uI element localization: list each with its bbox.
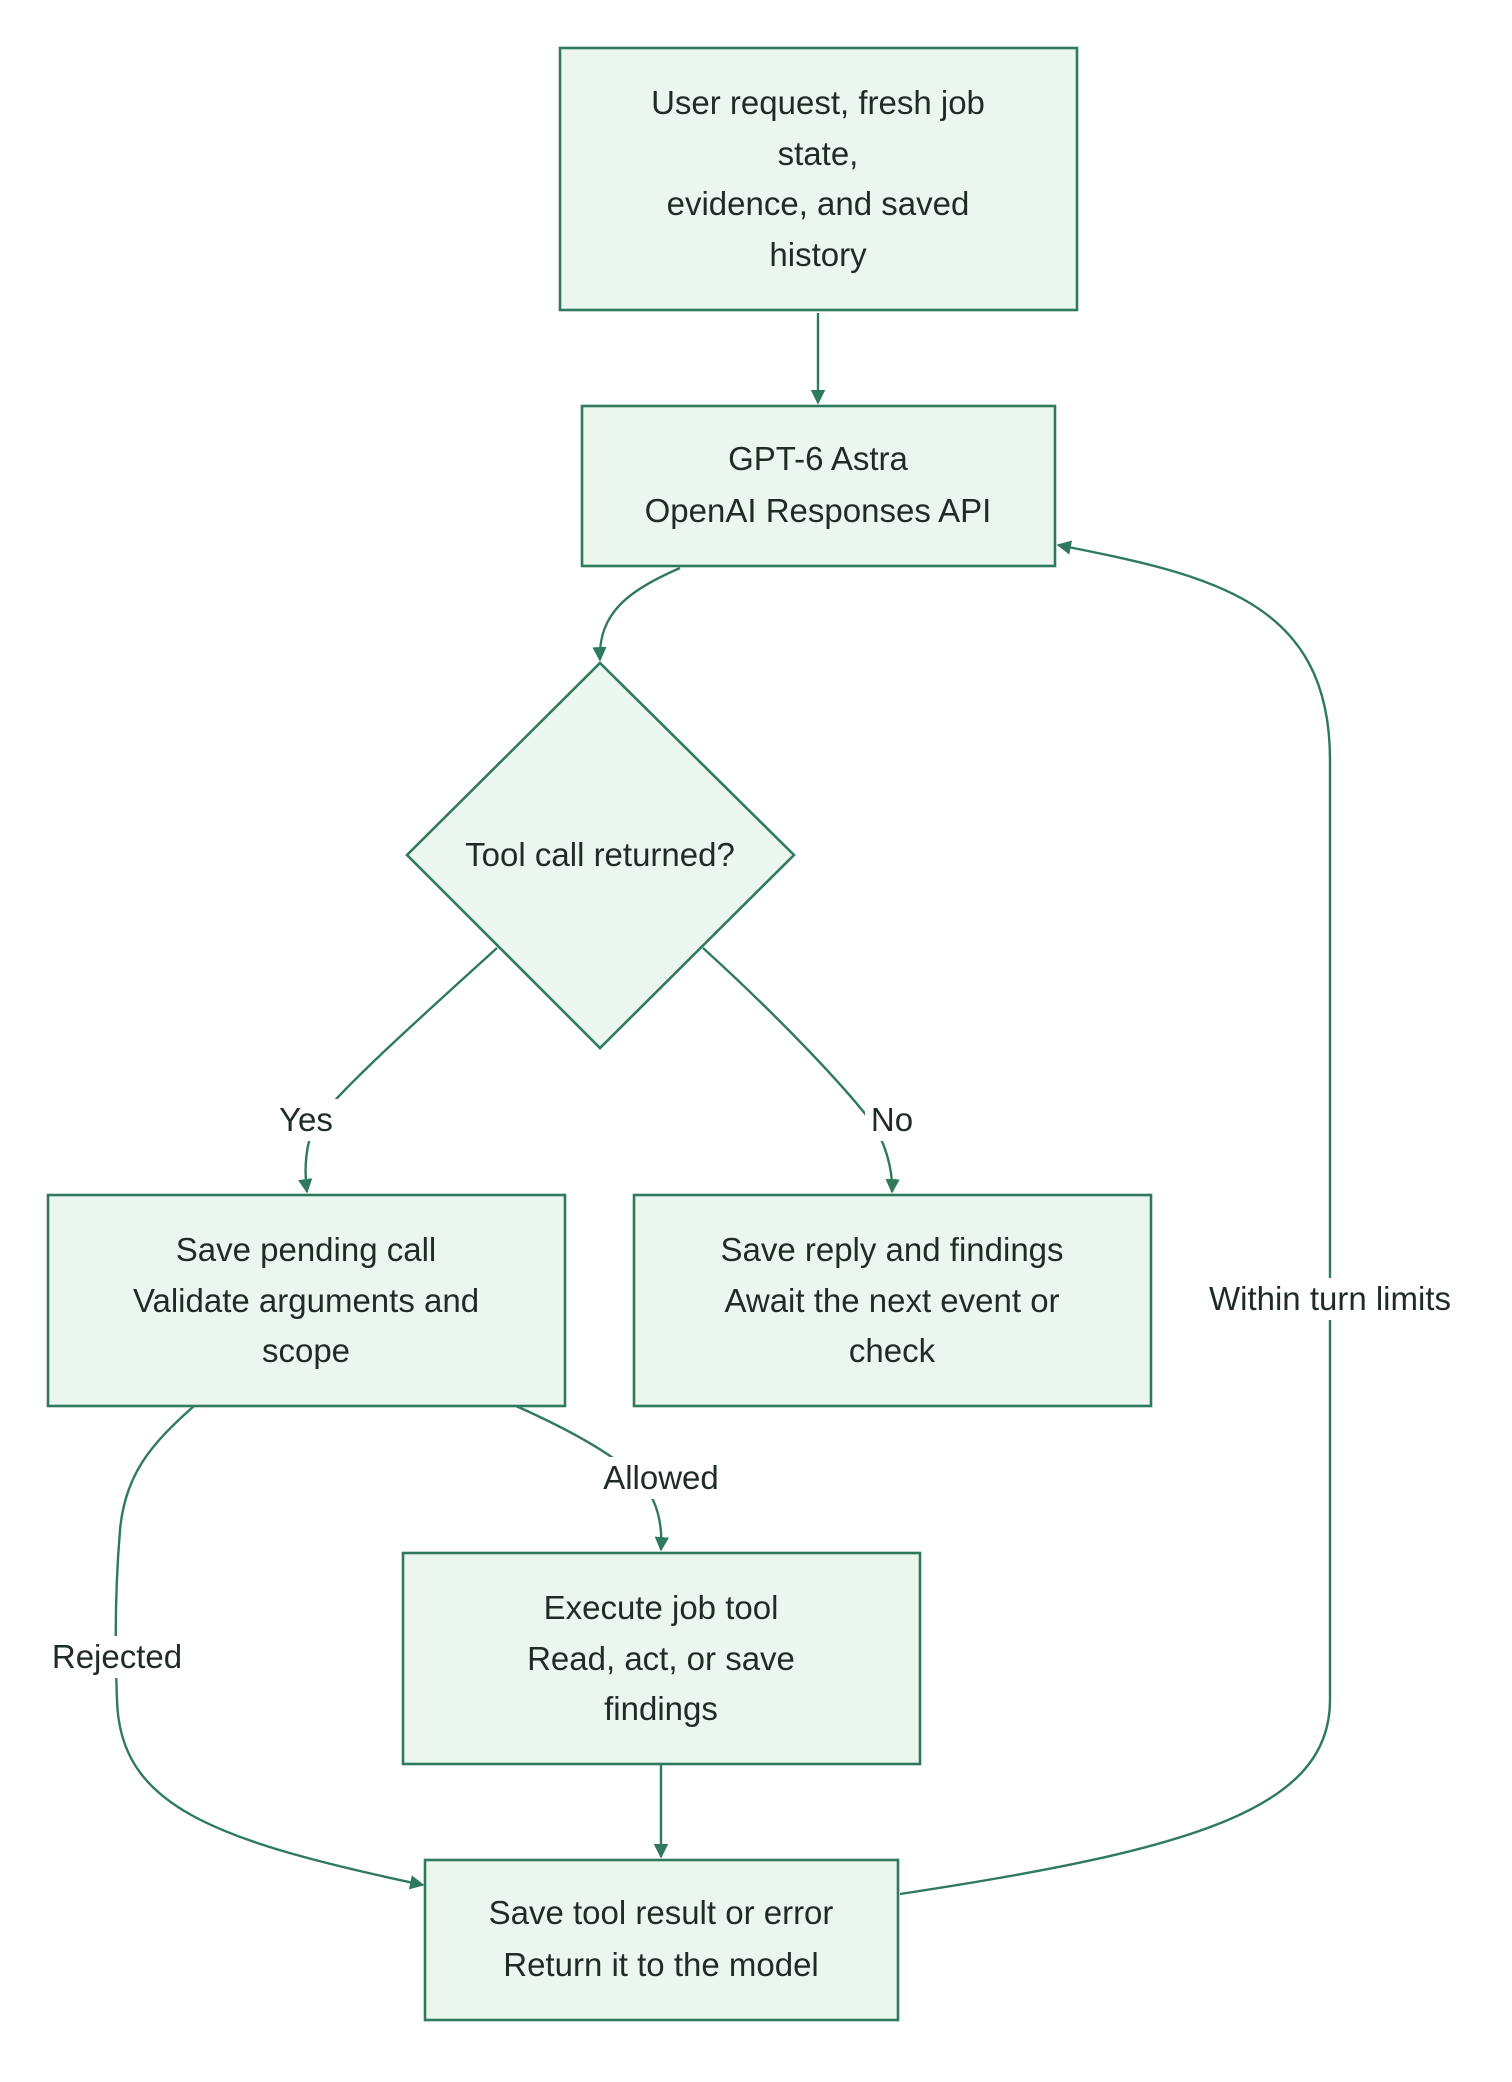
model-node-line-1: GPT-6 Astra — [728, 440, 908, 477]
reply-node-line-1: Save reply and findings — [720, 1231, 1063, 1268]
label-rejected: Rejected — [48, 1636, 186, 1678]
pending-node-line-1: Save pending call — [176, 1231, 437, 1268]
execute-node-line-1: Execute job tool — [544, 1589, 779, 1626]
label-within-turn-limits: Within turn limits — [1205, 1278, 1455, 1320]
pending-node-line-3: scope — [262, 1332, 350, 1369]
label-allowed-text: Allowed — [603, 1459, 719, 1496]
start-node-line-2: state, — [778, 135, 859, 172]
execute-node: Execute job tool Read, act, or save find… — [401, 1551, 922, 1766]
pending-node: Save pending call Validate arguments and… — [46, 1193, 567, 1408]
label-no: No — [865, 1099, 919, 1141]
execute-node-line-2: Read, act, or save — [527, 1640, 795, 1677]
edge-result-to-model — [899, 540, 1332, 1896]
model-node-line-2: OpenAI Responses API — [645, 492, 992, 529]
start-node-line-1: User request, fresh job — [651, 84, 985, 121]
execute-node-line-3: findings — [604, 1690, 718, 1727]
edge-decision-to-reply — [702, 947, 900, 1194]
edge-decision-to-pending — [298, 947, 498, 1194]
label-no-text: No — [871, 1101, 913, 1138]
edge-model-to-decision — [592, 566, 681, 662]
result-node-line-1: Save tool result or error — [489, 1894, 834, 1931]
model-node: GPT-6 Astra OpenAI Responses API — [580, 404, 1057, 568]
result-node-line-2: Return it to the model — [503, 1946, 819, 1983]
edge-labels: Yes No Allowed Rejected Within turn limi… — [48, 1099, 1455, 1678]
result-node: Save tool result or error Return it to t… — [423, 1858, 900, 2022]
label-rejected-text: Rejected — [52, 1638, 182, 1675]
decision-node-label: Tool call returned? — [465, 836, 735, 873]
label-within-turn-limits-text: Within turn limits — [1209, 1280, 1451, 1317]
reply-node-line-3: check — [849, 1332, 936, 1369]
label-yes: Yes — [272, 1099, 340, 1141]
start-node-line-3: evidence, and saved — [667, 185, 970, 222]
decision-node: Tool call returned? — [405, 661, 796, 1050]
reply-node-line-2: Await the next event or — [724, 1282, 1059, 1319]
label-allowed: Allowed — [599, 1457, 723, 1499]
start-node-line-4: history — [769, 236, 867, 273]
reply-node: Save reply and findings Await the next e… — [632, 1193, 1153, 1408]
label-yes-text: Yes — [279, 1101, 333, 1138]
start-node: User request, fresh job state, evidence,… — [558, 46, 1079, 312]
pending-node-line-2: Validate arguments and — [133, 1282, 479, 1319]
